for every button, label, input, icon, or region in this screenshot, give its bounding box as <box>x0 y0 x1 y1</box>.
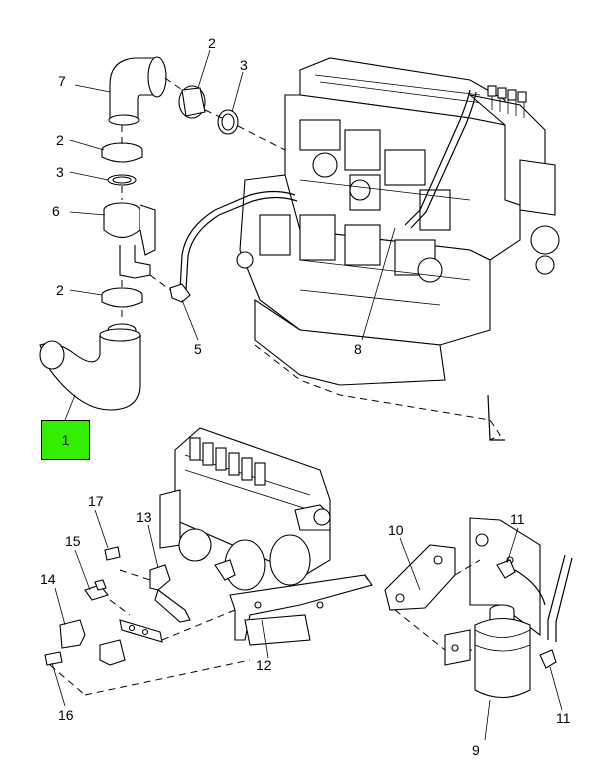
callout-2-lower: 2 <box>56 282 64 298</box>
small-parts-group <box>44 546 251 696</box>
callout-17: 17 <box>88 493 104 509</box>
callout-14: 14 <box>40 571 56 587</box>
callout-12: 12 <box>256 657 272 673</box>
engine-illustration <box>236 57 560 441</box>
callout-1-highlight[interactable]: 1 <box>41 420 90 460</box>
callout-2-top: 2 <box>208 35 216 51</box>
callout-8: 8 <box>354 341 362 357</box>
callout-16: 16 <box>58 707 74 723</box>
callout-5: 5 <box>194 341 202 357</box>
callout-9: 9 <box>472 742 480 758</box>
callout-6: 6 <box>52 203 60 219</box>
callout-1: 1 <box>61 432 70 448</box>
intake-pipe-assembly <box>39 56 298 411</box>
callout-3-top: 3 <box>240 57 248 73</box>
filter-assembly <box>384 517 573 699</box>
callout-11-bottom: 11 <box>556 710 571 726</box>
leader-lines <box>51 49 563 741</box>
callout-3-middle: 3 <box>56 164 64 180</box>
callout-labels: 7 2 3 2 3 6 2 5 8 17 15 13 14 16 12 10 1… <box>40 35 571 758</box>
callout-2-middle: 2 <box>56 132 64 148</box>
callout-10: 10 <box>388 522 404 538</box>
callout-15: 15 <box>65 533 81 549</box>
callout-13: 13 <box>136 509 152 525</box>
callout-7: 7 <box>58 73 66 89</box>
fuel-pump-assembly <box>159 427 373 646</box>
callout-11-top: 11 <box>510 511 525 527</box>
